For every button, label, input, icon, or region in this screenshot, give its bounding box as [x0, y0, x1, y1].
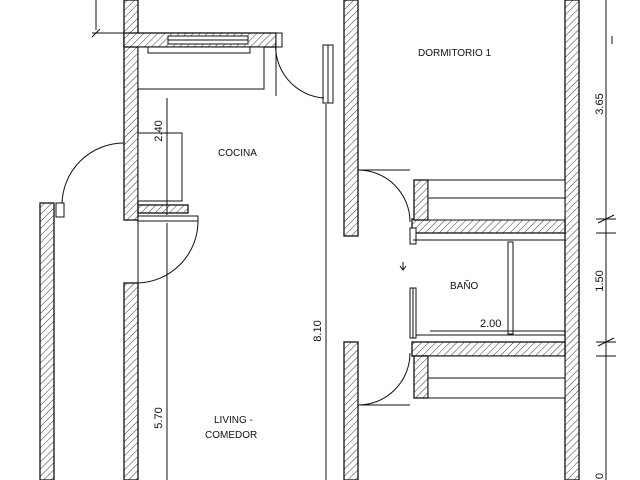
- kitchen-cabinet: [137, 132, 183, 202]
- bath-shower: [507, 241, 514, 335]
- dim-cocina-depth: 2.40: [153, 120, 165, 141]
- dim-total-length: 8.10: [312, 320, 324, 341]
- wall-right-exterior: [564, 0, 580, 480]
- dim-dormitorio-depth: 3.65: [594, 93, 606, 114]
- windows: [167, 35, 334, 104]
- door-kitchen-west: [55, 142, 125, 220]
- wall-central-upper: [343, 0, 359, 237]
- dim-living-depth: 5.70: [153, 407, 165, 428]
- wall-bath-bottom: [411, 341, 566, 357]
- kitchen-sink: [147, 46, 251, 54]
- dim-bano-depth: 1.50: [594, 270, 606, 291]
- doors: [55, 32, 417, 406]
- label-bano: BAÑO: [450, 279, 479, 292]
- label-living-line1: LIVING -: [214, 415, 253, 426]
- wall-bath-top: [411, 218, 566, 234]
- label-living-line2: COMEDOR: [205, 430, 257, 441]
- label-cocina: COCINA: [218, 148, 257, 159]
- wall-stub-kitchen: [137, 204, 189, 214]
- fixtures: [137, 46, 566, 399]
- closet-upper: [427, 179, 566, 221]
- dim-bottom-cut: 0: [594, 473, 606, 479]
- wall-living-west: [123, 282, 139, 480]
- wall-closet-top-side: [413, 179, 429, 221]
- dimension-lines: [91, 0, 616, 480]
- wall-closet-bottom-side: [413, 355, 429, 399]
- door-bedroom: [357, 169, 411, 223]
- wall-left-exterior: [39, 202, 55, 480]
- wall-central-lower: [343, 341, 359, 480]
- wall-kitchen-west-upper: [123, 0, 139, 221]
- closet-lower: [427, 355, 566, 399]
- door-living: [137, 215, 199, 284]
- kitchen-counter: [137, 46, 265, 90]
- label-dormitorio: DORMITORIO 1: [418, 48, 492, 59]
- door-lower-room: [357, 352, 411, 406]
- door-kitchen-top: [275, 32, 325, 99]
- dim-bano-width: 2.00: [480, 318, 501, 330]
- door-bath: [409, 227, 417, 339]
